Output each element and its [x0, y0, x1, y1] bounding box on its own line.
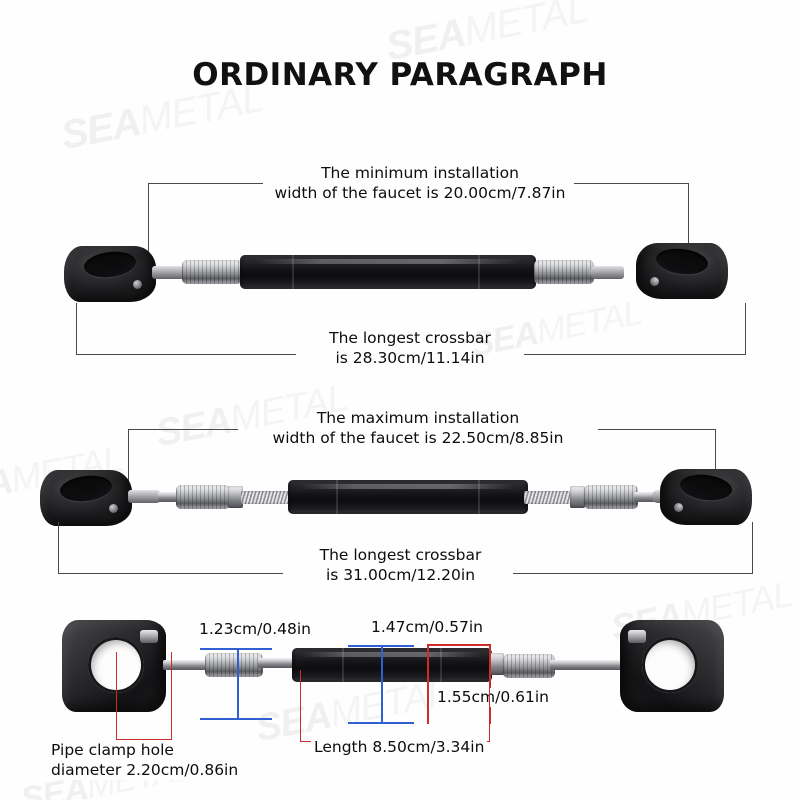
pivot-tang-left — [152, 266, 186, 279]
dimension-label-barrel-length: Length 8.50cm/3.34in — [311, 738, 488, 757]
dimension-bracket-crossbar-min-right — [524, 303, 746, 355]
measure-line-barrel-end-left — [427, 644, 429, 724]
hex-nut-right — [570, 486, 585, 508]
dimension-bracket-crossbar-max-right — [513, 522, 753, 574]
dimension-bracket-max-width-right — [598, 429, 716, 487]
chrome-rod-left — [158, 492, 180, 502]
dimension-bracket-max-width-left — [128, 429, 238, 491]
callout-line-1: The maximum installation — [316, 409, 520, 427]
clamp-right — [660, 469, 752, 525]
threaded-rod-left — [241, 491, 291, 504]
callout-line-2: is 31.00cm/12.20in — [325, 566, 476, 584]
clamp-right — [636, 243, 728, 299]
barrel-seam — [336, 480, 338, 514]
knurled-sleeve-left — [176, 485, 230, 509]
clamp-screw — [140, 630, 158, 643]
dimension-label-clamp-hole: Pipe clamp hole diameter 2.20cm/0.86in — [48, 740, 242, 780]
measure-line-sleeve-bottom — [200, 718, 272, 720]
callout-line-2: width of the faucet is 22.50cm/8.85in — [272, 429, 564, 447]
knurled-sleeve-right — [534, 260, 594, 284]
product-view-detail — [0, 612, 800, 722]
chrome-rod-left — [163, 660, 211, 670]
measure-line-sleeve-top — [200, 648, 272, 650]
dimension-label-barrel-mid-diameter: 1.47cm/0.57in — [368, 618, 486, 637]
callout-longest-crossbar-min: The longest crossbar is 28.30cm/11.14in — [295, 328, 525, 368]
dimension-label-sleeve-diameter: 1.23cm/0.48in — [196, 620, 314, 639]
clamp-hole-line-2: diameter 2.20cm/0.86in — [51, 761, 239, 779]
watermark-metal: METAL — [460, 0, 592, 55]
hex-nut-right — [489, 653, 504, 675]
clamp-front-right — [620, 620, 724, 712]
product-view-extended — [0, 455, 800, 535]
center-barrel — [292, 648, 492, 682]
callout-max-installation-width: The maximum installation width of the fa… — [238, 408, 598, 448]
barrel-seam — [292, 255, 294, 289]
measure-line-barrel-end-top — [427, 644, 490, 646]
clamp-left — [40, 470, 132, 526]
callout-line-1: The minimum installation — [321, 164, 519, 182]
pivot-tang-left — [128, 490, 162, 503]
dimension-bracket-clamp-hole — [116, 652, 172, 740]
page-title: ORDINARY PARAGRAPH — [192, 57, 608, 93]
chrome-rod-right — [550, 660, 628, 670]
callout-line-1: The longest crossbar — [329, 329, 491, 347]
clamp-hole-line-1: Pipe clamp hole — [51, 741, 174, 759]
knurled-sleeve-right — [584, 485, 638, 509]
dimension-bracket-min-width-left — [148, 183, 263, 258]
hex-nut-left — [228, 486, 243, 508]
measure-line-barrel-mid-vertical — [381, 645, 383, 723]
center-barrel — [240, 255, 536, 289]
barrel-seam — [478, 480, 480, 514]
callout-min-installation-width: The minimum installation width of the fa… — [260, 163, 580, 203]
knurled-sleeve-left — [182, 260, 242, 284]
dimension-label-barrel-end-diameter: 1.55cm/0.61in — [434, 688, 552, 707]
chrome-rod-mid-left — [258, 658, 296, 668]
knurled-sleeve-left — [205, 653, 263, 677]
dimension-bracket-crossbar-min-left — [76, 303, 296, 355]
callout-line-2: width of the faucet is 20.00cm/7.87in — [274, 184, 566, 202]
pivot-tang-right — [590, 266, 624, 279]
clamp-left — [64, 246, 156, 302]
dimension-bracket-min-width-right — [574, 183, 689, 253]
knurled-sleeve-right — [503, 654, 555, 678]
barrel-seam — [342, 648, 344, 682]
measure-line-sleeve-vertical — [237, 648, 239, 719]
callout-line-1: The longest crossbar — [319, 546, 482, 564]
dimension-bracket-crossbar-max-left — [58, 522, 283, 574]
callout-longest-crossbar-max: The longest crossbar is 31.00cm/12.20in — [288, 545, 513, 585]
watermark-sea: SEA — [57, 99, 144, 159]
threaded-rod-right — [524, 491, 574, 504]
chrome-rod-right — [634, 492, 656, 502]
barrel-seam — [478, 255, 480, 289]
product-view-retracted — [0, 230, 800, 310]
callout-line-2: is 28.30cm/11.14in — [335, 349, 485, 367]
dimension-bracket-barrel-length — [300, 670, 490, 742]
clamp-screw — [628, 630, 646, 643]
barrel-seam — [440, 648, 442, 682]
center-barrel — [288, 480, 528, 514]
clamp-front-left — [62, 620, 166, 712]
